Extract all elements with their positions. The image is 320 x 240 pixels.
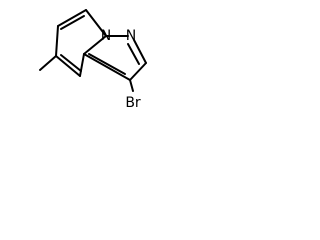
bond-c3-c8a-double xyxy=(88,53,126,75)
atom-label-n1: N xyxy=(101,28,111,44)
bond-n1-c8a xyxy=(83,35,107,55)
bond-c3-br xyxy=(129,79,134,92)
bond-c2-c3 xyxy=(129,62,147,81)
atom-label-br: Br xyxy=(125,95,141,111)
bond-c5-c4 xyxy=(55,55,81,77)
atom-label-n2: N xyxy=(126,28,136,44)
bond-n2-c2 xyxy=(133,39,147,64)
bond-c6-c5 xyxy=(55,25,59,57)
bond-c5-methyl xyxy=(39,55,57,71)
molecule-structure: N N Br xyxy=(39,9,147,111)
structure-canvas: N N Br xyxy=(0,0,174,124)
bond-c5-c4-double xyxy=(60,54,82,72)
bond-n2-c2-double xyxy=(127,43,140,65)
bond-n1-c7 xyxy=(85,9,107,37)
bond-c3-c8a xyxy=(83,53,131,81)
bond-c7-c6-double xyxy=(60,15,85,30)
bond-c7-c6 xyxy=(57,9,87,27)
bond-c4-c8a xyxy=(79,53,85,77)
